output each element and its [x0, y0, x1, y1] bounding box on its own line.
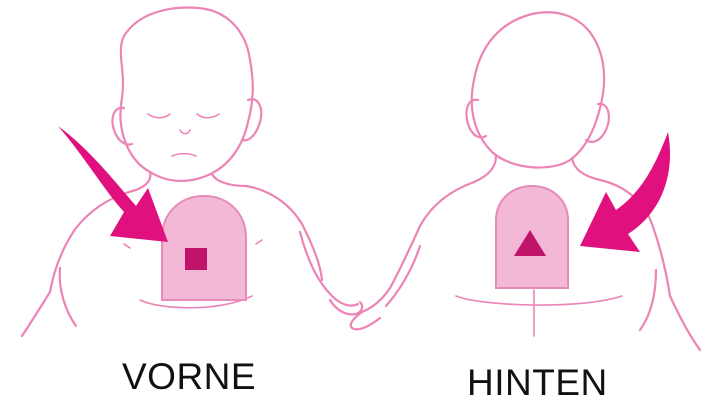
baby-back-left-ear [466, 100, 486, 138]
baby-back-waist [456, 296, 622, 305]
baby-front-hand [330, 300, 362, 314]
baby-front-right-arm [300, 232, 358, 306]
baby-back-right-arm [640, 270, 700, 350]
baby-front-side-mark-2 [256, 240, 262, 244]
baby-front-neck-left [136, 172, 150, 190]
front-label: VORNE [122, 356, 256, 398]
pad-placement-diagram: .ol { fill: none; stroke: #ec84b6; strok… [0, 0, 715, 394]
baby-front-neck-right [212, 174, 246, 186]
back-label: HINTEN [467, 362, 608, 404]
baby-front-right-eye [197, 114, 219, 118]
baby-front-nose [180, 130, 190, 134]
curved-arrow-icon [58, 126, 168, 242]
baby-front-head [120, 8, 252, 181]
baby-front-left-eye [148, 114, 170, 118]
baby-front-side-mark [124, 244, 130, 248]
baby-back-left-arm [362, 246, 420, 312]
baby-front-left-arm [22, 268, 76, 336]
baby-front-torso-right [246, 186, 322, 280]
baby-back-head [472, 12, 604, 167]
baby-back-neck-right [572, 158, 600, 180]
square-icon [185, 248, 207, 270]
baby-front-mouth [172, 154, 196, 156]
baby-back-neck-left [474, 156, 496, 182]
baby-back-torso-left [390, 182, 474, 288]
